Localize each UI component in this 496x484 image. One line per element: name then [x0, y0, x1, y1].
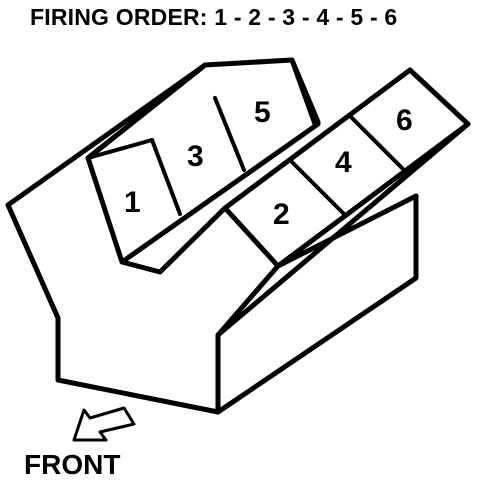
front-arrow-icon	[72, 406, 136, 442]
cylinder-6-label: 6	[396, 104, 413, 137]
right-divider-2	[348, 114, 406, 172]
left-divider-2	[213, 96, 246, 172]
cylinder-1-label: 1	[124, 186, 141, 219]
cylinder-2-label: 2	[273, 198, 290, 231]
cylinder-3-label: 3	[187, 140, 204, 173]
cylinder-5-label: 5	[254, 96, 271, 129]
engine-block-outline	[5, 57, 321, 415]
left-divider-1	[150, 138, 182, 216]
cylinder-4-label: 4	[335, 146, 352, 179]
left-top-edge	[86, 138, 154, 160]
left-bank-head	[85, 62, 321, 275]
firing-order-title: FIRING ORDER: 1 - 2 - 3 - 4 - 5 - 6	[30, 4, 398, 30]
block-front-face	[215, 121, 471, 415]
right-divider-1	[288, 158, 347, 217]
front-label: FRONT	[24, 449, 121, 480]
